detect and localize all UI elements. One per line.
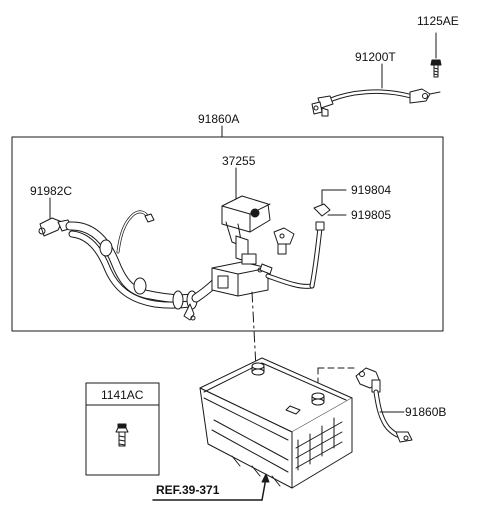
label-91200t: 91200T: [355, 50, 396, 64]
assembly-frame: [11, 136, 444, 332]
label-37255: 37255: [222, 154, 256, 168]
label-919804: 919804: [351, 183, 392, 197]
ground-cable-91200t: [311, 63, 441, 117]
label-1141ac: 1141AC: [101, 388, 144, 402]
ref-arrow: [152, 473, 270, 501]
center-line: [251, 291, 257, 369]
bolt-box-1141ac: [85, 382, 160, 476]
clips-919804-919805: [273, 189, 347, 289]
battery-cable-91860b: [355, 367, 413, 443]
battery-cover-37255: [211, 167, 315, 297]
label-91982c: 91982C: [30, 184, 73, 198]
battery: [199, 357, 353, 489]
label-ref-39-371: REF.39-371: [156, 483, 220, 497]
bolt-1125ae: [430, 32, 442, 78]
label-91860b: 91860B: [405, 405, 447, 419]
label-919805: 919805: [351, 208, 392, 222]
label-91860a: 91860A: [198, 112, 240, 126]
terminal-91982c: [38, 197, 73, 237]
label-1125ae: 1125AE: [417, 14, 459, 28]
main-harness: [65, 210, 223, 321]
